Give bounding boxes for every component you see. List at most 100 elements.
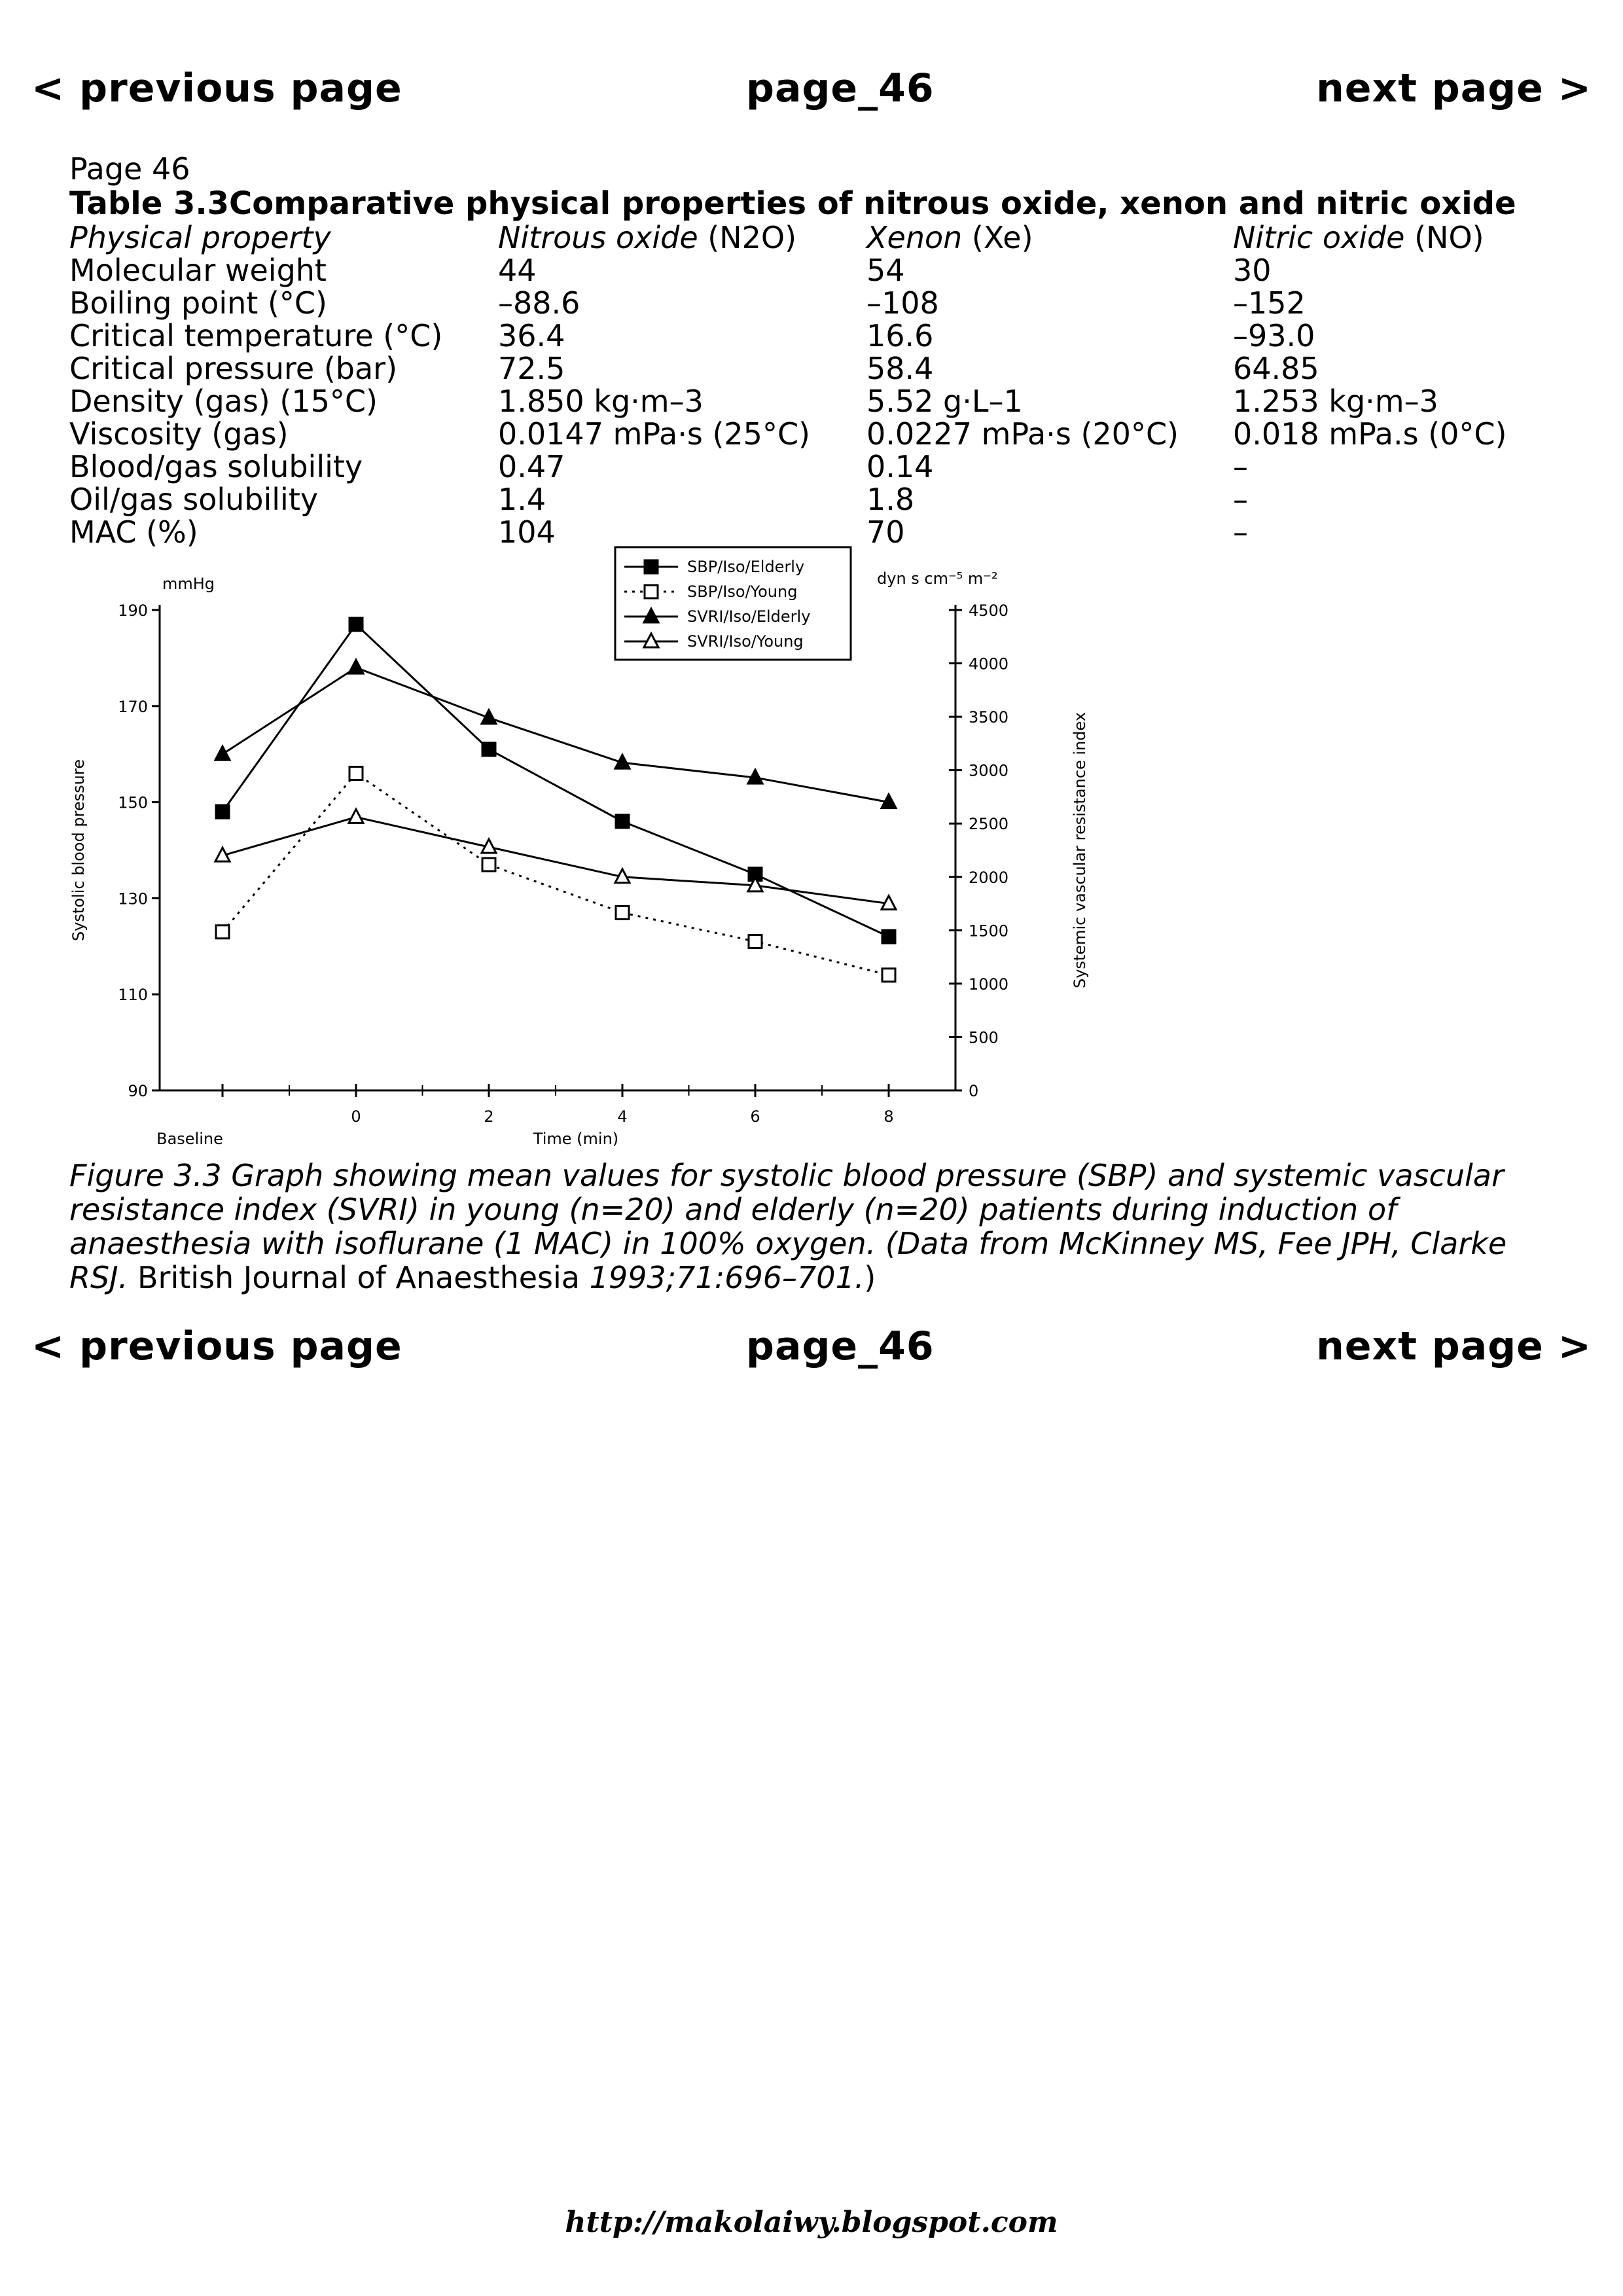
- header-suffix: (NO): [1404, 220, 1484, 255]
- header-name: Nitrous oxide: [498, 220, 698, 255]
- table-header-row: Physical property Nitrous oxide (N2O) Xe…: [69, 221, 1560, 254]
- property-value-cell: 70: [866, 514, 905, 550]
- previous-page-link[interactable]: < previous page: [31, 65, 402, 111]
- header-cell: Nitric oxide (NO): [1233, 221, 1560, 254]
- property-name-cell: Molecular weight: [69, 253, 327, 288]
- x-axis-tick-label: 2: [484, 1107, 493, 1126]
- table-title: Table 3.3Comparative physical properties…: [69, 185, 1516, 222]
- data-point: [215, 804, 230, 819]
- data-point: [746, 875, 764, 893]
- legend-marker: [643, 559, 659, 575]
- properties-table: Physical property Nitrous oxide (N2O) Xe…: [69, 221, 1560, 548]
- data-point: [481, 742, 497, 757]
- right-axis-tick-label: 1000: [969, 975, 1008, 994]
- property-value-cell: –88.6: [498, 285, 580, 321]
- right-axis-tick-label: 2000: [969, 869, 1008, 887]
- caption-lead: Figure 3.3 Graph showing mean values for…: [69, 1158, 1504, 1261]
- data-point: [480, 836, 498, 854]
- right-axis-tick-label: 4500: [969, 601, 1008, 620]
- legend-marker: [642, 606, 660, 624]
- property-name-cell: Critical temperature (°C): [69, 318, 443, 353]
- right-axis-unit: dyn s cm⁻⁵ m⁻²: [877, 569, 998, 588]
- property-value-cell: 1.253 kg·m–3: [1233, 384, 1438, 419]
- left-axis-tick-label: 150: [118, 794, 148, 812]
- property-value-cell: –: [1233, 514, 1248, 550]
- legend-label: SBP/Iso/Young: [687, 583, 797, 601]
- property-value-cell: 36.4: [498, 318, 565, 353]
- data-point: [348, 617, 364, 632]
- data-point: [881, 929, 897, 944]
- data-point: [480, 708, 498, 725]
- right-axis-tick-label: 500: [969, 1028, 999, 1047]
- property-value-cell: 5.52 g·L–1: [866, 384, 1023, 419]
- table-row: Critical temperature (°C) 36.4 16.6 –93.0: [69, 319, 1560, 352]
- series-line: [222, 666, 889, 804]
- header-suffix: (Xe): [962, 220, 1033, 255]
- left-axis-title: Systolic blood pressure: [69, 759, 88, 941]
- right-axis-title: Systemic vascular resistance index: [1071, 712, 1089, 988]
- property-value-cell: 16.6: [866, 318, 934, 353]
- property-value-cell: 0.14: [866, 449, 934, 484]
- next-page-link[interactable]: next page >: [1316, 65, 1592, 111]
- data-point: [615, 814, 630, 829]
- right-axis-tick-label: 3000: [969, 762, 1008, 780]
- property-name-cell: Density (gas) (15°C): [69, 384, 378, 419]
- x-axis-title: Time (min): [533, 1130, 618, 1148]
- page-number-link[interactable]: page_46: [746, 65, 935, 111]
- x-axis-tick-label: 0: [351, 1107, 361, 1126]
- property-value-cell: –108: [866, 285, 939, 321]
- footer-url: http://makolaiwy.blogspot.com: [565, 2206, 1058, 2239]
- left-axis-unit: mmHg: [162, 575, 215, 593]
- page-number-link[interactable]: page_46: [746, 1323, 935, 1369]
- data-point: [215, 924, 230, 940]
- right-axis-tick-label: 3500: [969, 708, 1008, 726]
- property-name-cell: MAC (%): [69, 514, 198, 550]
- property-value-cell: 54: [866, 253, 905, 288]
- property-name-cell: Viscosity (gas): [69, 416, 289, 452]
- right-axis-tick-label: 4000: [969, 655, 1008, 673]
- header-suffix: (N2O): [698, 220, 797, 255]
- right-axis-tick-label: 2500: [969, 815, 1008, 833]
- caption-close: ): [864, 1260, 876, 1295]
- data-point: [213, 744, 232, 761]
- x-axis-tick-label: 6: [750, 1107, 760, 1126]
- table-row: MAC (%) 104 70 –: [69, 516, 1560, 548]
- next-page-link[interactable]: next page >: [1316, 1323, 1592, 1369]
- property-value-cell: 104: [498, 514, 556, 550]
- legend-label: SVRI/Iso/Elderly: [687, 607, 810, 626]
- data-point: [348, 766, 364, 781]
- property-value-cell: 0.018 mPa.s (0°C): [1233, 416, 1507, 452]
- data-point: [746, 767, 764, 785]
- property-value-cell: –93.0: [1233, 318, 1315, 353]
- top-navigation: < previous page page_46 next page >: [0, 65, 1623, 118]
- previous-page-link[interactable]: < previous page: [31, 1323, 402, 1369]
- data-point: [613, 753, 632, 770]
- left-axis-tick-label: 110: [118, 986, 148, 1004]
- property-name-cell: Oil/gas solubility: [69, 482, 319, 517]
- property-value-cell: 30: [1233, 253, 1272, 288]
- series-line: [221, 622, 889, 938]
- property-value-cell: 0.0227 mPa·s (20°C): [866, 416, 1179, 452]
- page-content: Page 46 Table 3.3Comparative physical pr…: [69, 152, 1575, 548]
- property-value-cell: 58.4: [866, 351, 934, 386]
- property-value-cell: –: [1233, 449, 1248, 484]
- property-value-cell: 64.85: [1233, 351, 1319, 386]
- property-name-cell: Boiling point (°C): [69, 285, 327, 321]
- header-cell: Nitrous oxide (N2O): [498, 221, 866, 254]
- bottom-navigation: < previous page page_46 next page >: [0, 1323, 1623, 1376]
- property-name-cell: Blood/gas solubility: [69, 449, 363, 484]
- data-point: [347, 657, 365, 675]
- legend-label: SBP/Iso/Elderly: [687, 558, 804, 576]
- left-axis-tick-label: 170: [118, 698, 148, 716]
- left-axis-tick-label: 190: [118, 601, 148, 620]
- caption-data-source: Data from McKinney MS, Fee JPH, Clarke R…: [69, 1226, 1507, 1295]
- caption-journal: British Journal of Anaesthesia: [128, 1260, 590, 1295]
- property-value-cell: –152: [1233, 285, 1306, 321]
- x-axis-tick-label: Baseline: [156, 1130, 223, 1148]
- property-value-cell: –: [1233, 482, 1248, 517]
- property-value-cell: 0.0147 mPa·s (25°C): [498, 416, 811, 452]
